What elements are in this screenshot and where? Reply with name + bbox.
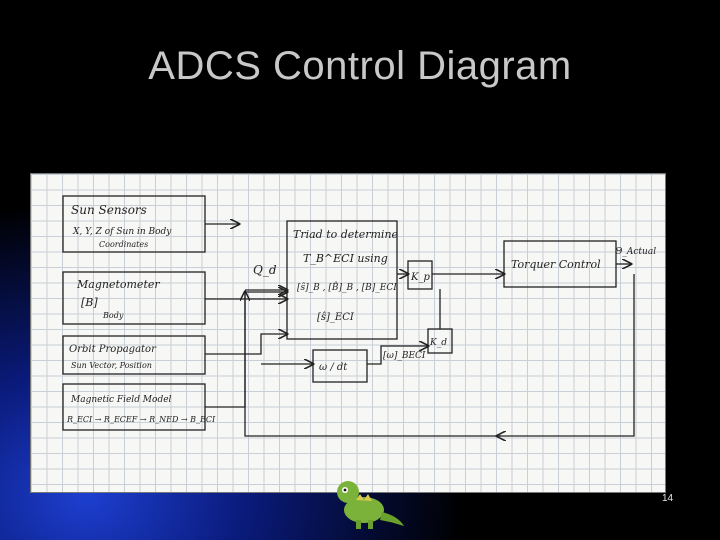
- dinosaur-mascot-icon: [326, 470, 406, 532]
- triad-line1: T_B^ECI using: [303, 252, 388, 265]
- torquer-control-label: Torquer Control: [511, 258, 601, 271]
- orbit-propagator-line1: Sun Vector, Position: [71, 361, 152, 370]
- magnetic-field-model-line1: R_ECI → R_ECEF → R_NED → B_ECI: [66, 415, 216, 424]
- gain-label: K_p: [410, 272, 430, 283]
- magnetic-field-model-title: Magnetic Field Model: [70, 395, 172, 405]
- slide-title: ADCS Control Diagram: [0, 44, 720, 89]
- diagram-canvas: Sun Sensors X, Y, Z of Sun in Body Coord…: [31, 174, 665, 492]
- triad-line2: [ŝ]_B , [B̂]_B , [B]_ECI: [297, 281, 397, 293]
- orbit-propagator-title: Orbit Propagator: [69, 344, 157, 355]
- q-d-label: Q_d: [253, 263, 277, 277]
- output-label: Θ_Actual: [615, 247, 656, 257]
- control-diagram: Sun Sensors X, Y, Z of Sun in Body Coord…: [30, 173, 666, 493]
- omega-block-label: ω / dt: [319, 362, 348, 373]
- page-number: 14: [662, 493, 673, 504]
- omega-label: [ω]_BECI: [383, 351, 426, 361]
- triad-line3: [ŝ]_ECI: [317, 312, 355, 323]
- magnetometer-title: Magnetometer: [76, 278, 160, 291]
- magnetometer-line2: Body: [102, 311, 124, 320]
- rate-gain-label: K_d: [429, 338, 447, 348]
- sun-sensors-title: Sun Sensors: [71, 203, 147, 217]
- magnetometer-line1: [B]: [81, 296, 98, 309]
- sun-sensors-line1: X, Y, Z of Sun in Body: [72, 227, 172, 237]
- sun-sensors-line2: Coordinates: [99, 240, 148, 249]
- triad-title: Triad to determine: [293, 228, 399, 241]
